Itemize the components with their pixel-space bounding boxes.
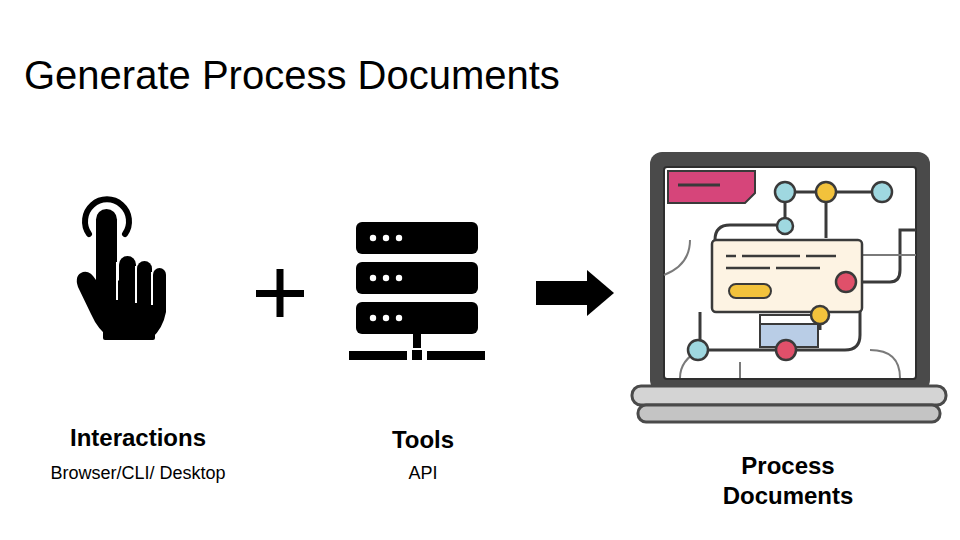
arrow-head — [587, 270, 614, 316]
node-heading: Process Documents — [708, 451, 868, 511]
block-arrow — [536, 270, 614, 316]
node-subtitle: Browser/CLI/ Desktop — [50, 461, 225, 485]
laptop-illustration — [632, 152, 946, 422]
tools-node: ToolsAPI — [310, 190, 536, 490]
diagram-title: Generate Process Documents — [24, 52, 560, 98]
plus-symbol — [256, 269, 304, 317]
node-heading: Interactions — [70, 423, 206, 453]
arrow-shaft — [536, 281, 588, 305]
server-icon — [349, 222, 485, 360]
interactions-node: InteractionsBrowser/CLI/ Desktop — [38, 190, 238, 490]
process-documents-node: Process Documents — [614, 150, 944, 512]
node-subtitle: API — [408, 461, 437, 485]
hand-icon — [77, 199, 166, 340]
node-heading: Tools — [392, 425, 454, 455]
